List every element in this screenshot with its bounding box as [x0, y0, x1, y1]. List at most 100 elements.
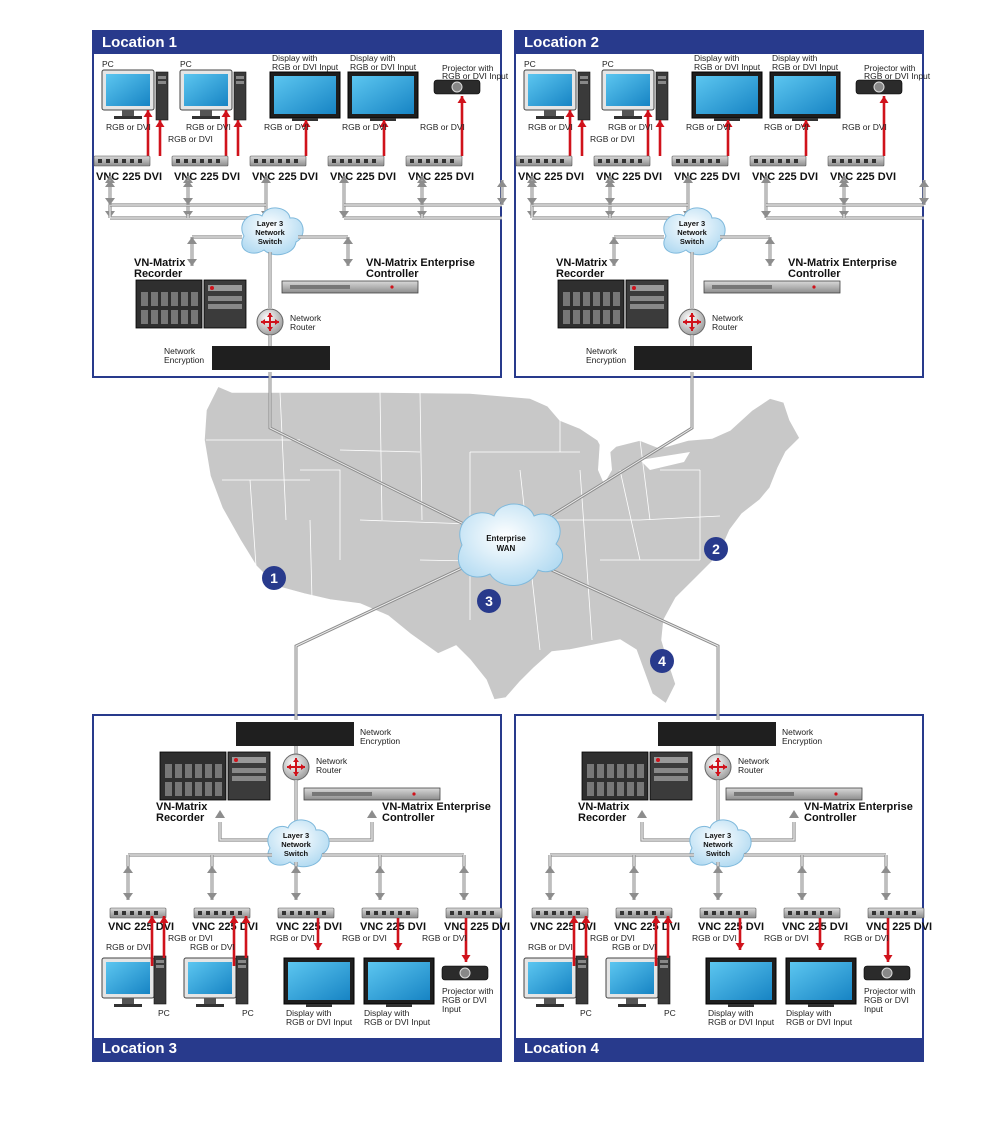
recorder-drive-bay — [637, 782, 644, 796]
vnc-port-icon — [736, 911, 740, 915]
encryption-label-line2: Encryption — [782, 736, 822, 746]
encoder-link-arrow-head-b — [375, 893, 385, 900]
recorder-drive-bay — [617, 782, 624, 796]
network-router — [678, 308, 706, 336]
pc-tower — [153, 955, 167, 1005]
encoder-link-arrow-head-a — [207, 866, 217, 873]
pc-drive-icon — [236, 81, 244, 84]
vnc-port-icon — [794, 159, 798, 163]
recorder-drive — [630, 296, 664, 301]
vnc-port-icon — [200, 159, 204, 163]
switch-label-line2: Network — [255, 228, 285, 237]
projector — [441, 965, 489, 981]
map-marker-3: 3 — [477, 589, 501, 613]
vnc-port-icon — [796, 911, 800, 915]
map-marker-3-number: 3 — [485, 593, 493, 609]
recorder-drive-bay — [171, 310, 178, 324]
pc-drive-icon — [660, 965, 668, 968]
switch-bus-cable-highlight — [531, 205, 924, 219]
controller-label-line2: Controller — [804, 812, 857, 824]
rgb-dvi-label: RGB or DVI — [528, 942, 573, 952]
encoder-link-arrow-head-a — [105, 180, 115, 187]
vnc-label: VNC 225 DVI — [782, 921, 848, 933]
controller-arrow-head — [789, 810, 799, 818]
pc-label: PC — [580, 1008, 592, 1018]
vnc-port-icon — [270, 159, 274, 163]
monitor-neck — [200, 110, 212, 116]
vnc-port-icon — [238, 911, 242, 915]
encryption-label-line1: Network — [782, 727, 814, 737]
recorder-power-icon — [234, 758, 238, 762]
vnc-label: VNC 225 DVI — [530, 921, 596, 933]
rgb-signal-arrow-head — [393, 943, 403, 950]
vnc-port-icon — [130, 159, 134, 163]
recorder-drive-bay — [161, 292, 168, 306]
controller-label-line2: Controller — [788, 268, 841, 280]
monitor-base — [536, 1004, 564, 1007]
vnc-port-icon — [230, 911, 234, 915]
lake-michigan — [598, 440, 612, 484]
rgb-dvi-label: RGB or DVI — [590, 134, 635, 144]
vnc-port-icon — [762, 159, 766, 163]
pc-label: PC — [602, 59, 614, 69]
recorder-label-line1: VN-Matrix — [578, 801, 630, 813]
recorder-panel — [232, 757, 266, 763]
vnc-port-icon — [154, 911, 158, 915]
vn-matrix-recorder — [159, 751, 271, 801]
pc-tower — [575, 955, 589, 1005]
controller-label-line2: Controller — [366, 268, 419, 280]
pc-monitor — [523, 69, 577, 119]
recorder-drive-bay — [175, 764, 182, 778]
vnc-port-icon — [620, 911, 624, 915]
vnc-port-icon — [888, 911, 892, 915]
recorder-label-line1: VN-Matrix — [556, 257, 608, 269]
router-label-line2: Router — [738, 765, 764, 775]
recorder-drive-bay — [151, 292, 158, 306]
recorder-power-icon — [210, 286, 214, 290]
monitor-neck — [544, 998, 556, 1004]
pc-tower-body — [577, 71, 591, 121]
recorder-label-line2: Recorder — [578, 812, 627, 824]
recorder-drive-bay — [205, 782, 212, 796]
recorder-link-arrow-head-b — [187, 259, 197, 266]
controller-label-line1: VN-Matrix Enterprise — [382, 801, 491, 813]
vnc-port-icon — [366, 911, 370, 915]
rgb-dvi-label: RGB or DVI — [168, 933, 213, 943]
location-4-title: Location 4 — [516, 1038, 922, 1060]
network-encryption-unit — [634, 346, 752, 370]
vnc-port-icon — [864, 159, 868, 163]
display-monitor — [269, 71, 341, 121]
encoder-link-arrow-head-b — [459, 893, 469, 900]
vnc-port-icon — [660, 911, 664, 915]
vnc-port-icon — [606, 159, 610, 163]
rgb-dvi-label: RGB or DVI — [590, 933, 635, 943]
vnc-port-icon — [222, 911, 226, 915]
vnc-encoder — [783, 907, 841, 919]
vnc-port-icon — [406, 911, 410, 915]
vnc-label: VNC 225 DVI — [444, 921, 510, 933]
pc-drive-icon — [238, 960, 246, 963]
map-marker-4: 4 — [650, 649, 674, 673]
router-arrowheads-icon — [261, 313, 279, 331]
display-label-line1: Display with — [286, 1008, 332, 1018]
monitor-neck — [122, 110, 134, 116]
switch-label-line2: Network — [281, 840, 311, 849]
vnc-encoder — [671, 155, 729, 167]
vnc-port-icon — [306, 911, 310, 915]
switch-side-cable-highlight — [219, 822, 373, 841]
network-router — [282, 753, 310, 781]
rgb-signal-arrow-head — [379, 120, 389, 127]
vnc-port-icon — [322, 911, 326, 915]
encryption-label-line2: Encryption — [164, 355, 204, 365]
pc-label: PC — [158, 1008, 170, 1018]
wan-label-line2: WAN — [497, 544, 516, 553]
switch-label-line2: Network — [703, 840, 733, 849]
pc-drive-icon — [158, 81, 166, 84]
controller-arrow-head — [367, 810, 377, 818]
rgb-dvi-label: RGB or DVI — [764, 933, 809, 943]
encoder-link-arrow-head-a — [497, 180, 507, 187]
encoder-link-arrow-head-b — [713, 893, 723, 900]
